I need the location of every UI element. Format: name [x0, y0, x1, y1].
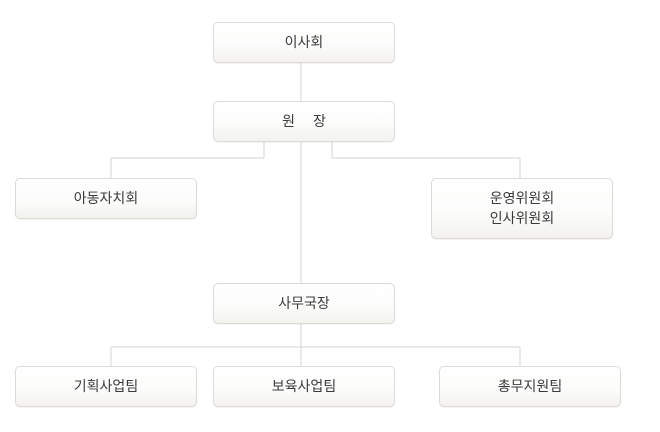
node-team-childcare: 보육사업팀: [213, 366, 395, 407]
node-committees-label: 운영위원회 인사위원회: [489, 190, 555, 227]
node-children-council-label: 아동자치회: [73, 190, 139, 207]
node-team-planning-label: 기획사업팀: [73, 378, 139, 395]
node-team-planning: 기획사업팀: [15, 366, 197, 407]
node-secretary-general-label: 사무국장: [278, 295, 330, 312]
node-team-general-affairs-label: 총무지원팀: [497, 378, 563, 395]
node-board: 이사회: [213, 22, 395, 63]
node-director-label: 원장: [282, 113, 344, 130]
node-committees: 운영위원회 인사위원회: [431, 178, 613, 239]
node-team-childcare-label: 보육사업팀: [271, 378, 337, 395]
node-director: 원장: [213, 101, 395, 142]
node-board-label: 이사회: [284, 34, 324, 51]
node-secretary-general: 사무국장: [213, 283, 395, 324]
node-team-general-affairs: 총무지원팀: [439, 366, 621, 407]
node-children-council: 아동자치회: [15, 178, 197, 219]
